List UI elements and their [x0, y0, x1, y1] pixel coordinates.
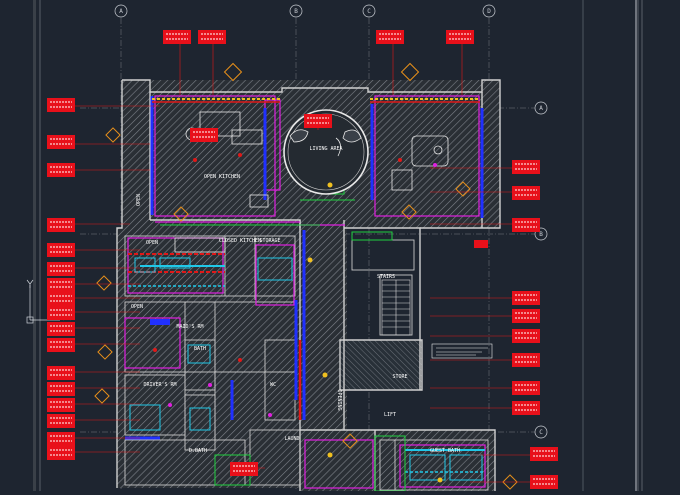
annotation-tag — [530, 475, 558, 489]
annotation-tag — [47, 366, 75, 380]
leader-lines — [75, 40, 530, 483]
grid-row-bubbles: A B C — [534, 101, 548, 439]
annotation-tag — [304, 114, 332, 128]
annotation-tag — [47, 218, 75, 232]
annotation-tag — [47, 398, 75, 412]
annotation-tag — [47, 382, 75, 396]
annotation-tag — [512, 381, 540, 395]
annotation-tag — [446, 30, 474, 44]
grid-col-b: B — [294, 8, 298, 15]
label-opening: OPENING — [336, 389, 342, 410]
label-storage: STORAGE — [259, 238, 280, 244]
label-open-kitchen: OPEN KITCHEN — [204, 174, 240, 180]
annotation-tag — [512, 291, 540, 305]
label-bath: BATH — [194, 346, 206, 352]
label-open: OPEN — [146, 240, 158, 246]
annotation-tag — [47, 322, 75, 336]
annotation-tag — [530, 447, 558, 461]
annotation-tag — [47, 446, 75, 460]
light-strips — [128, 98, 485, 473]
red-annotation-tags — [47, 30, 558, 489]
room-labels: LIVING AREA OPEN KITCHEN CLOSED KITCHEN … — [131, 146, 460, 454]
grid-row-a: A — [539, 105, 543, 112]
grid-col-a: A — [119, 8, 123, 15]
building-floor — [117, 80, 500, 491]
annotation-tag — [47, 414, 75, 428]
annotation-tag — [376, 30, 404, 44]
annotation-tag — [47, 306, 75, 320]
annotation-tag — [47, 338, 75, 352]
label-open-3: OPEN — [136, 194, 142, 206]
grid-row-b: B — [539, 231, 543, 238]
living-area-feature — [283, 109, 369, 195]
annotation-tag — [47, 135, 75, 149]
annotation-tag — [512, 329, 540, 343]
annotation-tag — [163, 30, 191, 44]
annotation-tag — [47, 278, 75, 292]
label-guest-bath: GUEST BATH — [430, 448, 460, 454]
callout-box — [431, 343, 493, 359]
blue-linework — [125, 96, 484, 440]
annotation-tag — [47, 243, 75, 257]
grid-col-c: C — [367, 8, 371, 15]
magenta-boundaries — [124, 95, 486, 489]
annotation-tag — [47, 432, 75, 446]
annotation-tag — [47, 292, 75, 306]
label-lift: LIFT — [384, 412, 396, 418]
label-open-2: OPEN — [131, 304, 143, 310]
annotation-tag — [47, 163, 75, 177]
label-stairs: STAIRS — [377, 274, 395, 280]
label-laundry: LAUND — [284, 436, 299, 442]
sheet-frame — [33, 0, 643, 491]
label-wc: WC — [270, 382, 276, 388]
label-store: STORE — [392, 374, 407, 380]
orange-diamond-tags — [94, 62, 518, 490]
grid-column-bubbles: A B C D — [114, 4, 496, 18]
fixture-symbols — [153, 153, 443, 483]
red-block — [474, 240, 488, 248]
annotation-tag — [512, 309, 540, 323]
cyan-fixtures — [129, 257, 483, 481]
label-d-bath: D.BATH — [189, 448, 207, 454]
annotation-tag — [512, 401, 540, 415]
stairs-graphic — [381, 279, 411, 336]
label-maid: MAID'S RM — [176, 324, 203, 330]
annotation-tag — [512, 186, 540, 200]
label-driver: DRIVER'S RM — [143, 382, 176, 388]
annotation-tag — [190, 128, 218, 142]
annotation-tag — [512, 353, 540, 367]
grid-col-d: D — [487, 8, 491, 15]
label-closed-kitchen: CLOSED KITCHEN — [219, 238, 261, 244]
grid-row-c: C — [539, 429, 543, 436]
annotation-tag — [512, 160, 540, 174]
annotation-tag — [230, 462, 258, 476]
annotation-tag — [47, 98, 75, 112]
label-living: LIVING AREA — [309, 146, 342, 152]
annotation-tag — [47, 262, 75, 276]
annotation-tag — [198, 30, 226, 44]
annotation-tag — [512, 218, 540, 232]
